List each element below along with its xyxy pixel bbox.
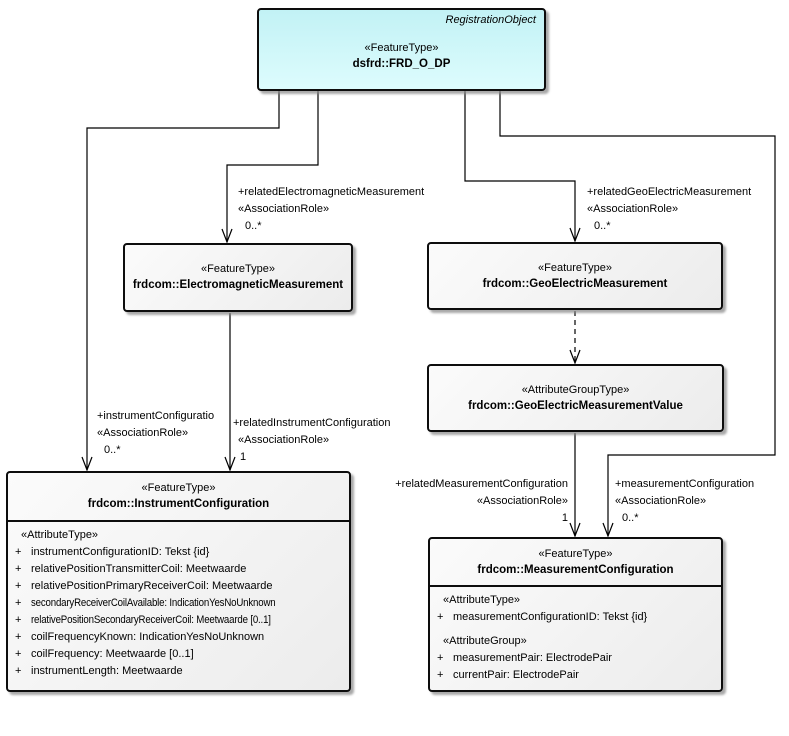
attribute-text: secondaryReceiverCoilAvailable: Indicati… [31, 597, 276, 609]
visibility-plus: + [15, 597, 22, 609]
attribute-type-header: «AttributeType» [443, 594, 521, 606]
attribute-text: measurementConfigurationID: Tekst {id} [453, 611, 648, 623]
attribute-text: measurementPair: ElectrodePair [453, 652, 612, 664]
role-stereotype: «AssociationRole» [587, 203, 679, 215]
attribute-row: + currentPair: ElectrodePair [430, 667, 721, 684]
attribute-row: + measurementConfigurationID: Tekst {id} [430, 609, 721, 626]
visibility-plus: + [15, 648, 22, 660]
assoc-label-related-electromagnetic-measurement: +relatedElectromagneticMeasurement «Asso… [238, 184, 424, 235]
role-name: +measurementConfiguration [615, 478, 755, 490]
attribute-text: currentPair: ElectrodePair [453, 669, 579, 681]
role-stereotype: «AssociationRole» [615, 495, 707, 507]
attribute-group-header: «AttributeGroup» [443, 635, 527, 647]
visibility-plus: + [437, 652, 444, 664]
assoc-label-instrument-configuration: +instrumentConfiguratio «AssociationRole… [97, 408, 214, 459]
connector-frd-to-electromagneticmeasurement [226, 91, 319, 242]
visibility-plus: + [15, 614, 22, 626]
stereotype-label: «FeatureType» [538, 547, 613, 560]
visibility-plus: + [15, 665, 22, 677]
attributes-compartment: «AttributeType» + instrumentConfiguratio… [8, 520, 349, 680]
attribute-row: + relativePositionSecondaryReceiverCoil:… [8, 612, 349, 629]
role-name: +relatedInstrumentConfiguration [233, 417, 391, 429]
visibility-plus: + [437, 611, 444, 623]
stereotype-label: «FeatureType» [141, 482, 216, 494]
connector-frd-to-measurementconfiguration [499, 91, 776, 536]
open-arrow-icon [569, 349, 581, 365]
attribute-row: + relativePositionPrimaryReceiverCoil: M… [8, 578, 349, 595]
open-arrow-icon [221, 228, 233, 244]
attribute-text: relativePositionPrimaryReceiverCoil: Mee… [31, 580, 273, 592]
class-name: frdcom::GeoElectricMeasurementValue [468, 399, 683, 412]
attribute-row: + coilFrequencyKnown: IndicationYesNoUnk… [8, 629, 349, 646]
attribute-text: instrumentConfigurationID: Tekst {id} [31, 546, 210, 558]
attribute-text: coilFrequency: Meetwaarde [0..1] [31, 648, 194, 660]
visibility-plus: + [437, 669, 444, 681]
role-cardinality: 0..* [104, 444, 121, 456]
visibility-plus: + [15, 546, 22, 558]
role-stereotype: «AssociationRole» [238, 203, 330, 215]
role-cardinality: 0..* [622, 512, 639, 524]
class-box-geoelectricmeasurement[interactable]: «FeatureType» frdcom::GeoElectricMeasure… [427, 242, 723, 310]
attribute-row: + coilFrequency: Meetwaarde [0..1] [8, 646, 349, 663]
stereotype-label: «FeatureType» [364, 42, 439, 54]
class-name: frdcom::ElectromagneticMeasurement [132, 279, 344, 291]
open-arrow-icon [569, 227, 581, 243]
open-arrow-icon [224, 456, 236, 472]
role-name: +instrumentConfiguratio [97, 410, 215, 422]
assoc-label-related-instrument-configuration: +relatedInstrumentConfiguration «Associa… [233, 415, 390, 466]
class-box-instrumentconfiguration[interactable]: «FeatureType» frdcom::InstrumentConfigur… [6, 471, 351, 692]
assoc-label-related-measurement-configuration: +relatedMeasurementConfiguration «Associ… [348, 476, 568, 527]
role-cardinality: 0..* [594, 220, 611, 232]
visibility-plus: + [15, 631, 22, 643]
attributes-compartment: «AttributeType» + measurementConfigurati… [430, 585, 721, 684]
role-cardinality: 1 [240, 451, 247, 463]
class-name: frdcom::MeasurementConfiguration [477, 563, 674, 576]
attribute-row: + instrumentConfigurationID: Tekst {id} [8, 544, 349, 561]
attribute-text: relativePositionTransmitterCoil: Meetwaa… [31, 563, 247, 575]
stereotype-label: «AttributeGroupType» [521, 383, 630, 396]
role-stereotype: «AssociationRole» [476, 495, 568, 507]
class-box-frd-o-dp[interactable]: RegistrationObject «FeatureType» dsfrd::… [257, 8, 546, 91]
stereotype-label: «FeatureType» [538, 261, 612, 274]
class-name: frdcom::GeoElectricMeasurement [482, 277, 668, 290]
connector-frd-to-geoelectricmeasurement [464, 91, 576, 241]
class-name: dsfrd::FRD_O_DP [352, 58, 451, 70]
class-box-electromagneticmeasurement[interactable]: «FeatureType» frdcom::ElectromagneticMea… [123, 243, 353, 312]
attribute-row: + relativePositionTransmitterCoil: Meetw… [8, 561, 349, 578]
attribute-row: + measurementPair: ElectrodePair [430, 650, 721, 667]
registration-object-tag: RegistrationObject [445, 14, 537, 26]
assoc-label-related-geoelectric-measurement: +relatedGeoElectricMeasurement «Associat… [587, 184, 751, 235]
role-name: +relatedElectromagneticMeasurement [238, 186, 425, 198]
open-arrow-icon [569, 522, 581, 538]
role-name: +relatedMeasurementConfiguration [395, 478, 568, 490]
attribute-text: instrumentLength: Meetwaarde [31, 665, 183, 677]
attribute-text: relativePositionSecondaryReceiverCoil: M… [31, 614, 271, 626]
stereotype-label: «FeatureType» [201, 263, 275, 275]
role-stereotype: «AssociationRole» [97, 427, 189, 439]
connector-frd-to-instrumentconfiguration [86, 91, 280, 470]
attribute-row: + secondaryReceiverCoilAvailable: Indica… [8, 595, 349, 612]
open-arrow-icon [81, 456, 93, 472]
role-cardinality: 0..* [245, 220, 262, 232]
attribute-type-header: «AttributeType» [21, 529, 99, 541]
role-stereotype: «AssociationRole» [238, 434, 330, 446]
class-name: frdcom::InstrumentConfiguration [87, 498, 270, 510]
visibility-plus: + [15, 563, 22, 575]
open-arrow-icon [602, 522, 614, 538]
attribute-row: + instrumentLength: Meetwaarde [8, 663, 349, 680]
class-box-geoelectricmeasurementvalue[interactable]: «AttributeGroupType» frdcom::GeoElectric… [427, 364, 724, 432]
attribute-text: coilFrequencyKnown: IndicationYesNoUnkno… [31, 631, 265, 643]
assoc-label-measurement-configuration: +measurementConfiguration «AssociationRo… [615, 476, 754, 527]
role-cardinality: 1 [561, 512, 568, 524]
role-name: +relatedGeoElectricMeasurement [587, 186, 752, 198]
class-box-measurementconfiguration[interactable]: «FeatureType» frdcom::MeasurementConfigu… [428, 537, 723, 692]
visibility-plus: + [15, 580, 22, 592]
